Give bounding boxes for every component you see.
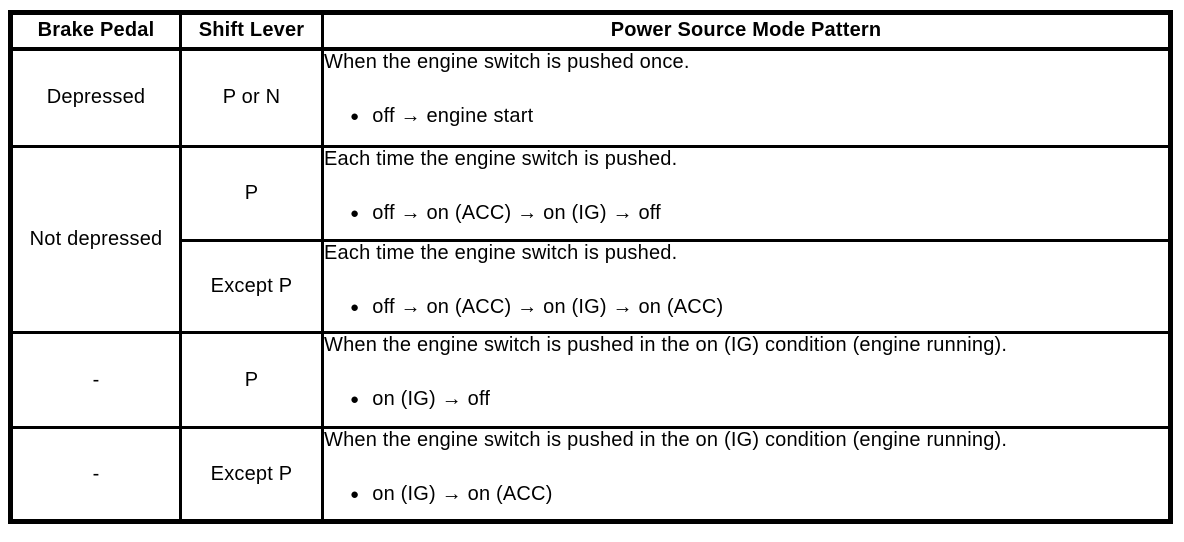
brake-pedal-cell: Depressed (9, 47, 182, 148)
table-header-row: Brake Pedal Shift Lever Power Source Mod… (9, 11, 1172, 51)
bullet-icon: ● (350, 391, 360, 408)
mode-description: Each time the engine switch is pushed. (324, 148, 678, 170)
shift-lever-cell: Except P (179, 239, 324, 334)
brake-pedal-cell: - (9, 331, 182, 429)
mode-pattern-cell: When the engine switch is pushed in the … (321, 426, 1172, 523)
mode-sequence: on (IG) → off (372, 388, 491, 410)
mode-sequence: on (IG) → on (ACC) (372, 483, 553, 505)
bullet-icon: ● (350, 486, 360, 503)
mode-description: Each time the engine switch is pushed. (324, 242, 678, 264)
table-row: Not depressed P Each time the engine swi… (9, 145, 1172, 334)
bullet-icon: ● (350, 205, 360, 222)
shift-lever-cell: P (179, 331, 324, 429)
table-row: - Except P When the engine switch is pus… (9, 426, 1172, 523)
header-shift-lever: Shift Lever (179, 11, 324, 51)
header-power-source-mode-pattern: Power Source Mode Pattern (321, 11, 1172, 51)
bullet-icon: ● (350, 107, 360, 125)
mode-sequence: off → engine start (372, 104, 534, 127)
mode-sequence: off → on (ACC) → on (IG) → off (372, 202, 661, 224)
header-brake-pedal: Brake Pedal (9, 11, 182, 51)
mode-pattern-cell: When the engine switch is pushed in the … (321, 331, 1172, 429)
mode-sequence-line: ● on (IG) → on (ACC) (324, 483, 1168, 506)
mode-sequence-line: ● off → on (ACC) → on (IG) → on (ACC) (324, 296, 1168, 319)
mode-pattern-cell: Each time the engine switch is pushed. ●… (321, 239, 1172, 334)
mode-sequence-line: ● off → engine start (324, 105, 1168, 128)
bullet-icon: ● (350, 299, 360, 316)
mode-sequence-line: ● on (IG) → off (324, 388, 1168, 411)
table-row: Except P Each time the engine switch is … (11, 239, 1172, 334)
mode-sequence: off → on (ACC) → on (IG) → on (ACC) (372, 296, 724, 318)
mode-sequence-line: ● off → on (ACC) → on (IG) → off (324, 202, 1168, 225)
mode-description: When the engine switch is pushed in the … (324, 334, 1008, 356)
brake-pedal-cell: - (9, 426, 182, 523)
mode-description: When the engine switch is pushed in the … (324, 429, 1008, 451)
mode-pattern-cell: When the engine switch is pushed once. ●… (321, 47, 1172, 148)
power-source-mode-table: Brake Pedal Shift Lever Power Source Mod… (8, 10, 1173, 524)
brake-pedal-cell: Not depressed (9, 145, 182, 334)
shift-lever-cell: P (179, 145, 324, 242)
table-row: - P When the engine switch is pushed in … (9, 331, 1172, 429)
shift-lever-cell: P or N (179, 47, 324, 148)
mode-description: When the engine switch is pushed once. (324, 50, 690, 73)
table-row: Depressed P or N When the engine switch … (9, 47, 1172, 148)
shift-lever-cell: Except P (179, 426, 324, 523)
mode-pattern-cell: Each time the engine switch is pushed. ●… (321, 145, 1172, 242)
